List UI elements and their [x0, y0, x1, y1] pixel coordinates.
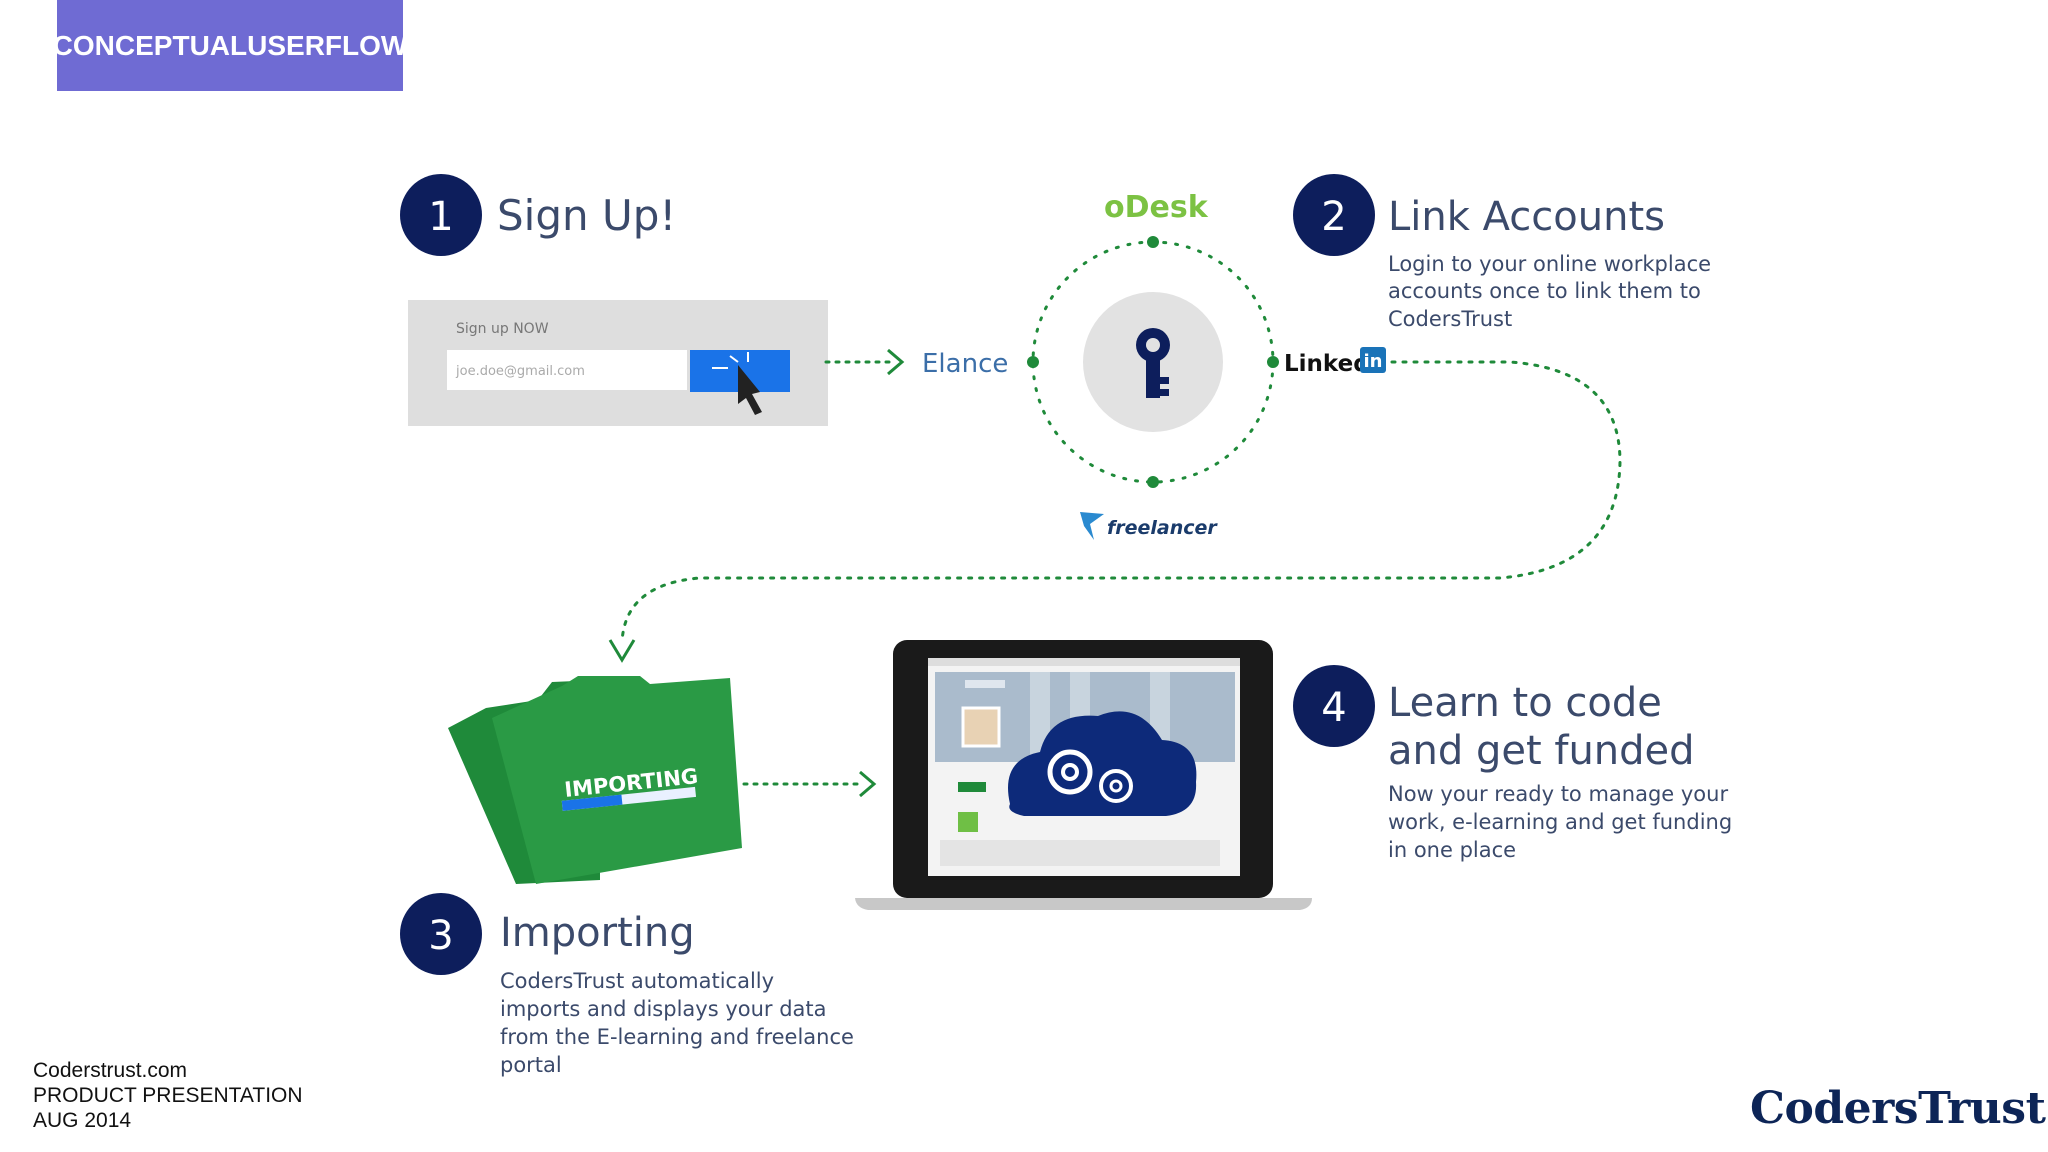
account-link-ring	[1027, 236, 1279, 488]
folder-icon: IMPORTING	[448, 676, 742, 884]
step-2-title: Link Accounts	[1388, 194, 1665, 240]
step-4-badge	[1293, 665, 1375, 747]
signup-email-field[interactable]	[447, 350, 687, 390]
step-3-body-line: from the E-learning and freelance	[500, 1025, 854, 1049]
arrow-import-to-laptop	[742, 770, 877, 798]
userflow-diagram: 1 Sign Up! Sign up NOW joe.doe@gmail.com	[400, 174, 1732, 1077]
click-burst-icon	[712, 352, 749, 369]
slide-title-line2: USERFLOW	[247, 29, 408, 61]
step-1-number: 1	[428, 194, 453, 240]
freelancer-logo: freelancer	[1080, 512, 1218, 540]
linkedin-logo: Linked in	[1284, 347, 1386, 377]
step-3-body-line: portal	[500, 1053, 562, 1077]
step-4-body-line: in one place	[1388, 838, 1516, 862]
slide-title: CONCEPTUAL USERFLOW	[53, 0, 407, 91]
cloud-gears-icon	[1008, 711, 1197, 816]
elance-logo: Elance	[922, 349, 1008, 379]
coderstrust-logo: CodersTrust	[1750, 1083, 2046, 1134]
footer-date: AUG 2014	[33, 1109, 132, 1132]
step-4-body-line: Now your ready to manage your	[1388, 782, 1728, 806]
step-4: 4 Learn to code and get funded Now your …	[1293, 665, 1732, 862]
step-3-body-line: CodersTrust automatically	[500, 969, 774, 993]
laptop-icon	[855, 640, 1312, 910]
slide-footer: Coderstrust.com PRODUCT PRESENTATION AUG…	[33, 1058, 303, 1133]
step-4-title-line: Learn to code	[1388, 680, 1662, 726]
step-2-badge	[1293, 174, 1375, 256]
step-3-title: Importing	[500, 910, 695, 956]
step-3-badge	[400, 893, 482, 975]
step-2-body-line: CodersTrust	[1388, 307, 1512, 331]
import-progress-bar	[561, 786, 697, 811]
step-4-number: 4	[1321, 685, 1346, 731]
signup-label: Sign up NOW	[456, 321, 549, 337]
step-2-number: 2	[1321, 194, 1346, 240]
freelancer-bird-icon	[1080, 512, 1104, 540]
step-3: 3 Importing CodersTrust automatically im…	[400, 893, 854, 1077]
signup-email-placeholder: joe.doe@gmail.com	[455, 364, 585, 379]
step-2-body-line: Login to your online workplace	[1388, 252, 1711, 276]
linkedin-logo-in: in	[1364, 351, 1383, 372]
odesk-logo: oDesk	[1104, 190, 1209, 225]
footer-presentation: PRODUCT PRESENTATION	[33, 1084, 303, 1107]
cursor-icon	[738, 365, 762, 415]
linkedin-logo-text: Linked	[1284, 351, 1370, 377]
step-2-body-line: accounts once to link them to	[1388, 279, 1701, 303]
arrow-signup-to-elance	[824, 348, 905, 376]
step-1-title: Sign Up!	[497, 191, 676, 240]
step-2: 2 Link Accounts Login to your online wor…	[1293, 174, 1711, 331]
freelancer-logo-text: freelancer	[1107, 517, 1218, 539]
step-1: 1 Sign Up!	[400, 174, 676, 256]
step-4-body-line: work, e-learning and get funding	[1388, 810, 1732, 834]
slide-title-line1: CONCEPTUAL	[52, 29, 248, 61]
key-icon	[1136, 328, 1170, 398]
step-3-body-line: imports and displays your data	[500, 997, 827, 1021]
step-4-title-line: and get funded	[1388, 728, 1695, 774]
footer-website: Coderstrust.com	[33, 1059, 188, 1082]
signup-form: Sign up NOW joe.doe@gmail.com	[408, 300, 828, 426]
arrow-link-to-import	[608, 360, 1622, 663]
step-1-badge	[400, 174, 482, 256]
step-3-number: 3	[428, 913, 453, 959]
